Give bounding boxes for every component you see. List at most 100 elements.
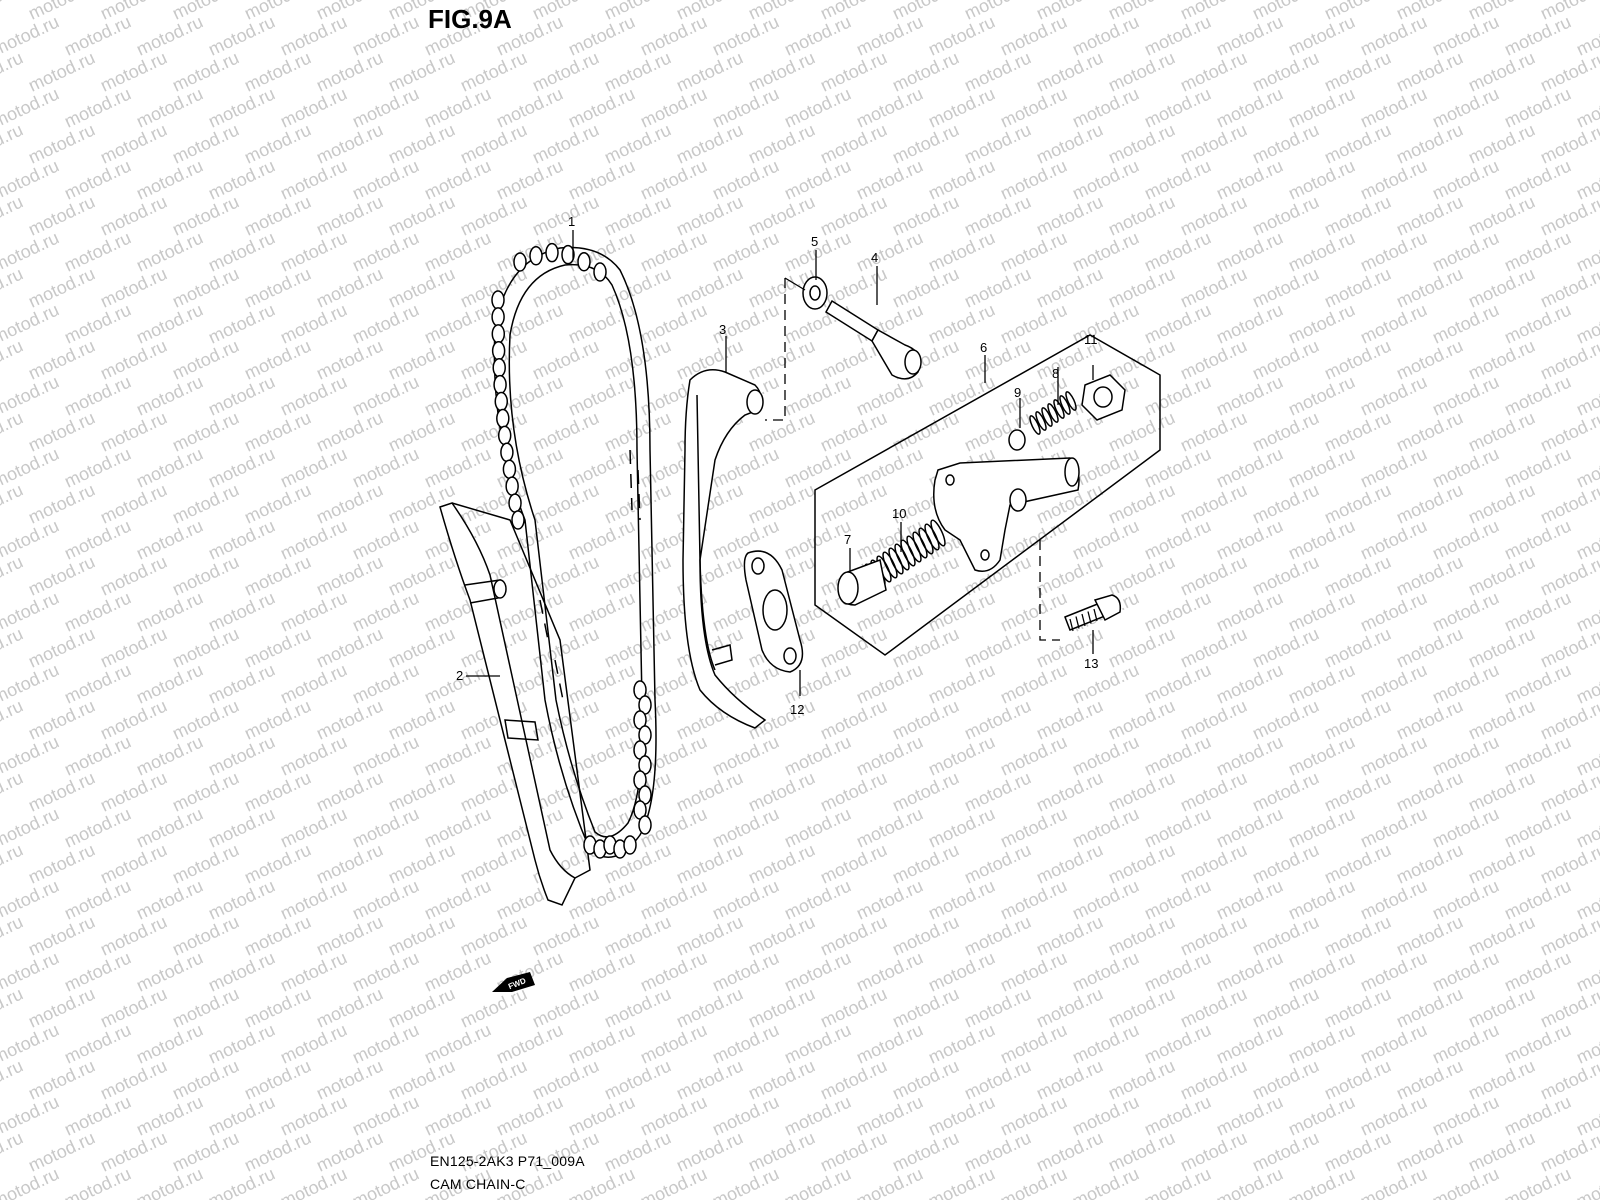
watermark-text: motod.ru (1141, 515, 1214, 563)
watermark-text: motod.ru (1141, 731, 1214, 779)
watermark-text: motod.ru (997, 1019, 1070, 1067)
watermark-text: motod.ru (745, 767, 818, 815)
watermark-text: motod.ru (1285, 11, 1358, 59)
watermark-text: motod.ru (853, 227, 926, 275)
watermark-text: motod.ru (1429, 587, 1502, 635)
watermark-text: motod.ru (1465, 1127, 1538, 1175)
watermark-text: motod.ru (133, 587, 206, 635)
watermark-text: motod.ru (1501, 227, 1574, 275)
watermark-text: motod.ru (565, 443, 638, 491)
watermark-text: motod.ru (925, 83, 998, 131)
watermark-text: motod.ru (313, 839, 386, 887)
watermark-text: motod.ru (1465, 407, 1538, 455)
watermark-text: motod.ru (1213, 371, 1286, 419)
watermark-text: motod.ru (1105, 47, 1178, 95)
watermark-text: motod.ru (1177, 119, 1250, 167)
watermark-text: motod.ru (745, 1127, 818, 1175)
screw-thread (1053, 399, 1065, 419)
watermark-text: motod.ru (313, 479, 386, 527)
watermark-text: motod.ru (1177, 839, 1250, 887)
watermark-text: motod.ru (1393, 839, 1466, 887)
watermark-text: motod.ru (1285, 227, 1358, 275)
watermark-text: motod.ru (61, 11, 134, 59)
chain-link (593, 262, 607, 282)
callout-3: 3 (719, 322, 726, 337)
watermark-text: motod.ru (781, 83, 854, 131)
watermark-text: motod.ru (1141, 947, 1214, 995)
watermark-text: motod.ru (385, 191, 458, 239)
watermark-text: motod.ru (1105, 191, 1178, 239)
watermark-text: motod.ru (61, 947, 134, 995)
watermark-text: motod.ru (169, 695, 242, 743)
watermark-text: motod.ru (0, 335, 26, 383)
watermark-text: motod.ru (421, 371, 494, 419)
watermark-text: motod.ru (1429, 875, 1502, 923)
callout-5: 5 (811, 234, 818, 249)
watermark-text: motod.ru (1501, 443, 1574, 491)
watermark-text: motod.ru (853, 1091, 926, 1139)
watermark-text: motod.ru (0, 0, 26, 24)
watermark-text: motod.ru (205, 659, 278, 707)
watermark-text: motod.ru (25, 839, 98, 887)
watermark-text: motod.ru (1069, 803, 1142, 851)
watermark-text: motod.ru (1213, 155, 1286, 203)
watermark-text: motod.ru (961, 191, 1034, 239)
watermark-text: motod.ru (565, 659, 638, 707)
watermark-text: motod.ru (1357, 443, 1430, 491)
watermark-text: motod.ru (241, 911, 314, 959)
watermark-text: motod.ru (637, 1163, 710, 1200)
watermark-text: motod.ru (1501, 11, 1574, 59)
chain-link (545, 242, 559, 263)
watermark-text: motod.ru (0, 695, 26, 743)
watermark-text: motod.ru (673, 119, 746, 167)
forward-arrow-icon: FWD (492, 972, 535, 992)
watermark-text: motod.ru (1141, 227, 1214, 275)
watermark-text: motod.ru (133, 299, 206, 347)
watermark-text: motod.ru (349, 155, 422, 203)
watermark-text: motod.ru (1357, 875, 1430, 923)
watermark-text: motod.ru (241, 839, 314, 887)
watermark-text: motod.ru (673, 839, 746, 887)
watermark-text: motod.ru (781, 443, 854, 491)
screw-thread (1065, 391, 1077, 411)
watermark-text: motod.ru (817, 767, 890, 815)
watermark-text: motod.ru (205, 587, 278, 635)
watermark-text: motod.ru (349, 659, 422, 707)
watermark-text: motod.ru (565, 515, 638, 563)
watermark-text: motod.ru (313, 767, 386, 815)
watermark-text: motod.ru (1141, 587, 1214, 635)
watermark-text: motod.ru (709, 1019, 782, 1067)
watermark-text: motod.ru (61, 803, 134, 851)
watermark-text: motod.ru (133, 515, 206, 563)
watermark-text: motod.ru (1321, 191, 1394, 239)
cap-nut-part (1081, 374, 1126, 421)
watermark-text: motod.ru (313, 1055, 386, 1103)
watermark-text: motod.ru (205, 155, 278, 203)
watermark-text: motod.ru (1177, 335, 1250, 383)
watermark-text: motod.ru (241, 335, 314, 383)
bolt-thread (1075, 616, 1080, 629)
watermark-text: motod.ru (169, 767, 242, 815)
watermark-text: motod.ru (61, 515, 134, 563)
watermark-text: motod.ru (241, 119, 314, 167)
watermark-text: motod.ru (1285, 731, 1358, 779)
watermark-text: motod.ru (97, 983, 170, 1031)
watermark-text: motod.ru (1033, 839, 1106, 887)
watermark-text: motod.ru (1213, 731, 1286, 779)
watermark-text: motod.ru (961, 1127, 1034, 1175)
watermark-text: motod.ru (673, 983, 746, 1031)
watermark-text: motod.ru (997, 587, 1070, 635)
watermark-text: motod.ru (97, 767, 170, 815)
watermark-text: motod.ru (1393, 1127, 1466, 1175)
watermark-text: motod.ru (997, 1091, 1070, 1139)
watermark-text: motod.ru (817, 47, 890, 95)
watermark-text: motod.ru (1213, 1163, 1286, 1200)
watermark-text: motod.ru (1177, 407, 1250, 455)
watermark-text: motod.ru (1321, 911, 1394, 959)
watermark-text: motod.ru (385, 983, 458, 1031)
chain-guide-part (439, 502, 591, 906)
watermark-text: motod.ru (1357, 83, 1430, 131)
watermark-text: motod.ru (169, 911, 242, 959)
watermark-text: motod.ru (385, 119, 458, 167)
watermark-text: motod.ru (1177, 1055, 1250, 1103)
